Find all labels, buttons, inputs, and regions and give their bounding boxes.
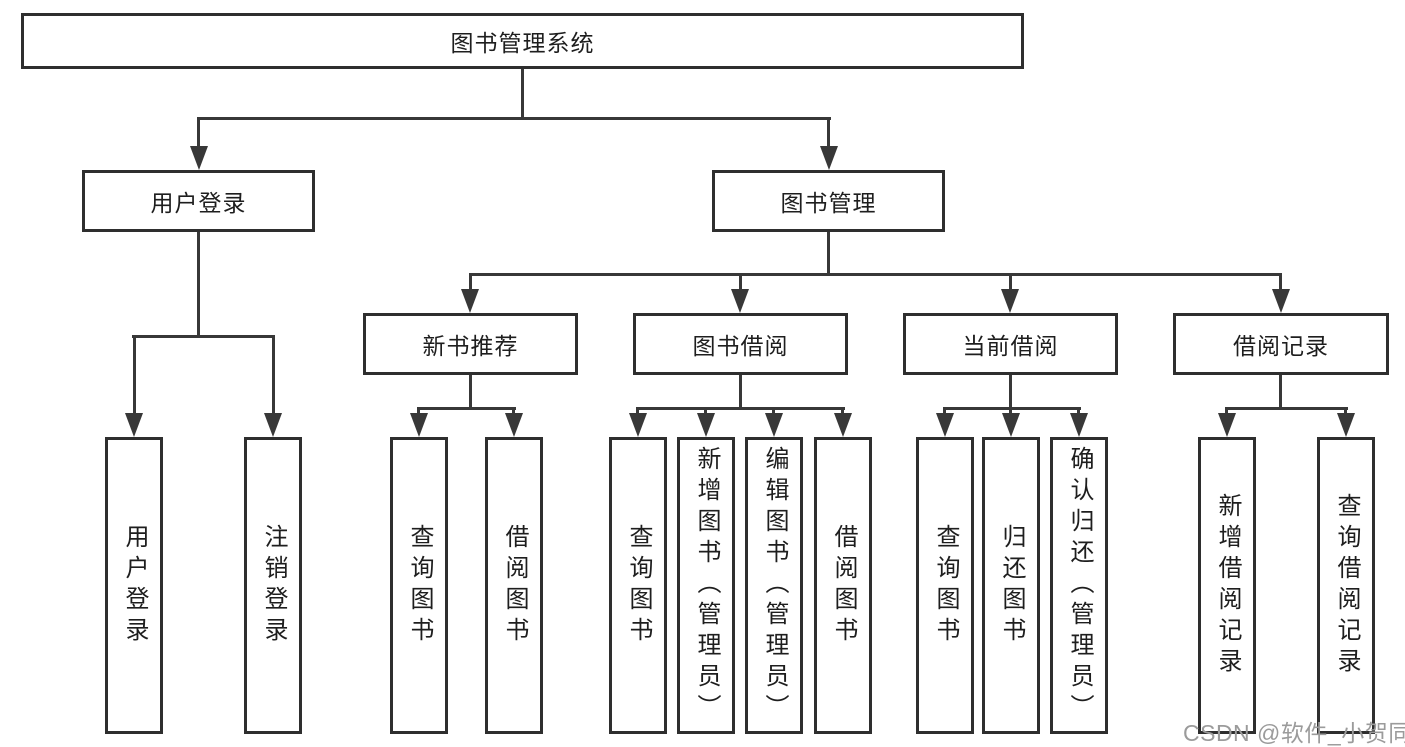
csdn-watermark: CSDN @软件_小贺同学 [1183, 720, 1405, 746]
arrowhead-icon [125, 413, 143, 437]
arrowhead-icon [765, 413, 783, 437]
leaf-query-books: 查询图书 [390, 437, 448, 734]
arrowhead-icon [731, 289, 749, 313]
connector-vline [1279, 375, 1282, 409]
leaf-user-login: 用户登录 [105, 437, 163, 734]
connector-vline [1077, 407, 1080, 415]
connector-hline [1225, 407, 1348, 410]
leaf-label: 编辑图书（管理员） [761, 446, 788, 725]
node-label: 当前借阅 [962, 333, 1059, 359]
connector-hline [943, 407, 1081, 410]
arrowhead-icon [1337, 413, 1355, 437]
connector-vline [272, 335, 275, 415]
leaf-label: 新增图书（管理员） [693, 446, 720, 725]
arrowhead-icon [834, 413, 852, 437]
arrowhead-icon [1001, 289, 1019, 313]
connector-vline [827, 117, 830, 148]
leaf-add-books-admin: 新增图书（管理员） [677, 437, 735, 734]
connector-vline [197, 117, 200, 148]
leaf-confirm-return-admin: 确认归还（管理员） [1050, 437, 1108, 734]
leaf-label: 注销登录 [260, 523, 287, 648]
arrowhead-icon [1070, 413, 1088, 437]
arrowhead-icon [410, 413, 428, 437]
arrowhead-icon [264, 413, 282, 437]
leaf-add-borrow-record: 新增借阅记录 [1198, 437, 1256, 734]
arrowhead-icon [1272, 289, 1290, 313]
leaf-logout: 注销登录 [244, 437, 302, 734]
arrowhead-icon [936, 413, 954, 437]
connector-vline [739, 273, 742, 291]
connector-vline [417, 407, 420, 415]
node-label: 图书管理 [780, 190, 877, 216]
leaf-label: 新增借阅记录 [1214, 492, 1241, 679]
connector-vline [469, 375, 472, 409]
connector-hline [469, 273, 1282, 276]
connector-vline [1279, 273, 1282, 291]
arrowhead-icon [1218, 413, 1236, 437]
connector-vline [1225, 407, 1228, 415]
node-book-borrow: 图书借阅 [633, 313, 848, 375]
arrowhead-icon [629, 413, 647, 437]
leaf-query-books: 查询图书 [916, 437, 974, 734]
leaf-query-borrow-record: 查询借阅记录 [1317, 437, 1375, 734]
node-label: 新书推荐 [422, 333, 519, 359]
connector-hline [636, 407, 845, 410]
node-label: 借阅记录 [1233, 333, 1329, 359]
connector-vline [943, 407, 946, 415]
connector-vline [772, 407, 775, 415]
leaf-query-books: 查询图书 [609, 437, 667, 734]
leaf-label: 确认归还（管理员） [1066, 446, 1093, 725]
node-current-borrow: 当前借阅 [903, 313, 1118, 375]
leaf-label: 查询图书 [625, 523, 652, 648]
connector-vline [739, 375, 742, 409]
connector-hline [132, 335, 275, 338]
leaf-label: 查询图书 [932, 523, 959, 648]
node-label: 用户登录 [150, 190, 247, 216]
node-label: 图书借阅 [692, 333, 789, 359]
connector-vline [133, 335, 136, 415]
leaf-label: 查询图书 [406, 523, 433, 648]
arrowhead-icon [461, 289, 479, 313]
connector-vline [469, 273, 472, 291]
connector-vline [636, 407, 639, 415]
leaf-label: 借阅图书 [830, 523, 857, 648]
connector-vline [521, 69, 524, 119]
leaf-label: 用户登录 [121, 523, 148, 648]
leaf-edit-books-admin: 编辑图书（管理员） [745, 437, 803, 734]
connector-hline [417, 407, 516, 410]
arrowhead-icon [820, 146, 838, 170]
connector-hline [197, 117, 831, 120]
arrowhead-icon [1002, 413, 1020, 437]
connector-vline [841, 407, 844, 415]
leaf-borrow-books: 借阅图书 [485, 437, 543, 734]
node-new-book-recommend: 新书推荐 [363, 313, 578, 375]
node-root-label: 图书管理系统 [450, 30, 595, 56]
arrowhead-icon [190, 146, 208, 170]
node-user-login: 用户登录 [82, 170, 315, 232]
connector-vline [1344, 407, 1347, 415]
connector-vline [1009, 273, 1012, 291]
connector-vline [1009, 375, 1012, 409]
arrowhead-icon [505, 413, 523, 437]
connector-vline [704, 407, 707, 415]
leaf-label: 借阅图书 [501, 523, 528, 648]
connector-vline [1009, 407, 1012, 415]
connector-vline [827, 232, 830, 275]
node-root-system: 图书管理系统 [21, 13, 1024, 69]
node-book-management: 图书管理 [712, 170, 945, 232]
arrowhead-icon [697, 413, 715, 437]
leaf-label: 查询借阅记录 [1333, 492, 1360, 679]
leaf-borrow-books: 借阅图书 [814, 437, 872, 734]
leaf-return-books: 归还图书 [982, 437, 1040, 734]
node-borrow-records: 借阅记录 [1173, 313, 1389, 375]
connector-vline [512, 407, 515, 415]
connector-vline [197, 232, 200, 337]
leaf-label: 归还图书 [998, 523, 1025, 648]
